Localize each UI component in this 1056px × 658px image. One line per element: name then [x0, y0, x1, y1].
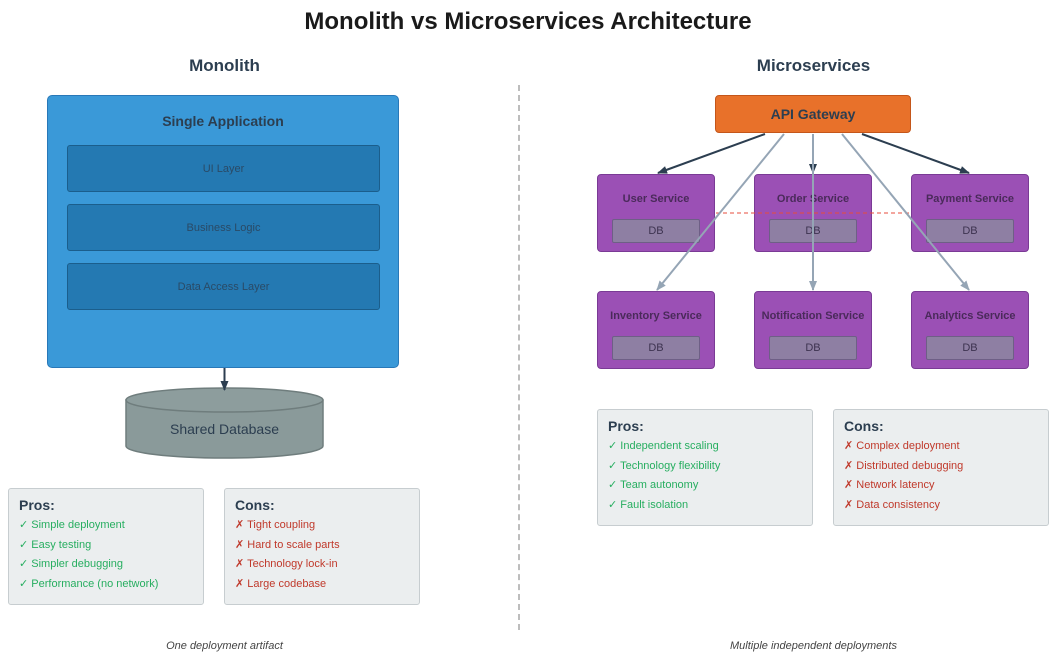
payment-service-box: Payment Service DB [911, 174, 1029, 252]
diagram-title: Monolith vs Microservices Architecture [304, 8, 752, 35]
microservices-pros-box: Pros: ✓ Independent scaling ✓ Technology… [597, 409, 813, 526]
inventory-service-label: Inventory Service [610, 310, 702, 322]
list-item: ✗ Network latency [844, 479, 935, 491]
analytics-service-db: DB [926, 336, 1014, 360]
monolith-pros-list: ✓ Simple deployment ✓ Easy testing ✓ Sim… [19, 519, 158, 597]
microservices-cons-list: ✗ Complex deployment ✗ Distributed debug… [844, 440, 963, 518]
microservices-caption: Multiple independent deployments [730, 640, 897, 652]
list-item: ✓ Simple deployment [19, 519, 125, 531]
list-item: ✗ Large codebase [235, 577, 327, 590]
notification-service-box: Notification Service DB [754, 291, 872, 369]
list-item: ✓ Technology flexibility [608, 459, 721, 472]
monolith-cons-title: Cons: [235, 497, 275, 513]
microservices-pros-list: ✓ Independent scaling ✓ Technology flexi… [608, 440, 720, 518]
list-item: ✗ Complex deployment [844, 440, 960, 452]
inventory-service-box: Inventory Service DB [597, 291, 715, 369]
analytics-service-label: Analytics Service [924, 310, 1016, 322]
gateway-to-user-arrow [657, 133, 766, 174]
single-application-title: Single Application [162, 113, 284, 129]
list-item: ✓ Performance (no network) [19, 577, 159, 590]
monolith-pros-title: Pros: [19, 497, 55, 513]
microservices-cons-box: Cons: ✗ Complex deployment ✗ Distributed… [833, 409, 1049, 526]
shared-database-label: Shared Database [170, 421, 279, 437]
gateway-to-inventory-arrow [656, 133, 785, 291]
microservices-pros-title: Pros: [608, 418, 644, 434]
list-item: ✓ Team autonomy [608, 479, 699, 491]
list-item: ✗ Distributed debugging [844, 459, 964, 472]
list-item: ✓ Fault isolation [608, 498, 689, 511]
list-item: ✗ Data consistency [844, 498, 941, 511]
list-item: ✗ Tight coupling [235, 519, 316, 531]
list-item: ✓ Independent scaling [608, 440, 719, 452]
monolith-cons-box: Cons: ✗ Tight coupling ✗ Hard to scale p… [224, 488, 420, 605]
notification-service-db: DB [769, 336, 857, 360]
ui-layer: UI Layer [67, 145, 380, 192]
notification-service-label: Notification Service [761, 310, 865, 322]
list-item: ✓ Easy testing [19, 538, 92, 551]
single-application-box: Single Application UI Layer Business Log… [47, 95, 399, 368]
list-item: ✗ Technology lock-in [235, 558, 338, 570]
analytics-service-box: Analytics Service DB [911, 291, 1029, 369]
monolith-pros-box: Pros: ✓ Simple deployment ✓ Easy testing… [8, 488, 204, 605]
microservices-heading: Microservices [756, 56, 871, 75]
inventory-service-db: DB [612, 336, 700, 360]
api-gateway-box: API Gateway [715, 95, 911, 133]
list-item: ✗ Hard to scale parts [235, 538, 340, 551]
list-item: ✓ Simpler debugging [19, 558, 124, 570]
microservices-cons-title: Cons: [844, 418, 884, 434]
user-service-label: User Service [622, 193, 690, 205]
gateway-to-payment-arrow [861, 133, 970, 174]
monolith-caption: One deployment artifact [166, 640, 283, 652]
payment-service-label: Payment Service [925, 193, 1015, 205]
monolith-heading: Monolith [189, 56, 260, 75]
user-service-db: DB [612, 219, 700, 243]
business-logic-layer: Business Logic [67, 204, 380, 251]
monolith-cons-list: ✗ Tight coupling ✗ Hard to scale parts ✗… [235, 519, 340, 597]
payment-service-db: DB [926, 219, 1014, 243]
data-access-layer: Data Access Layer [67, 263, 380, 310]
user-service-box: User Service DB [597, 174, 715, 252]
section-divider [518, 85, 520, 630]
gateway-to-analytics-arrow [841, 133, 970, 291]
